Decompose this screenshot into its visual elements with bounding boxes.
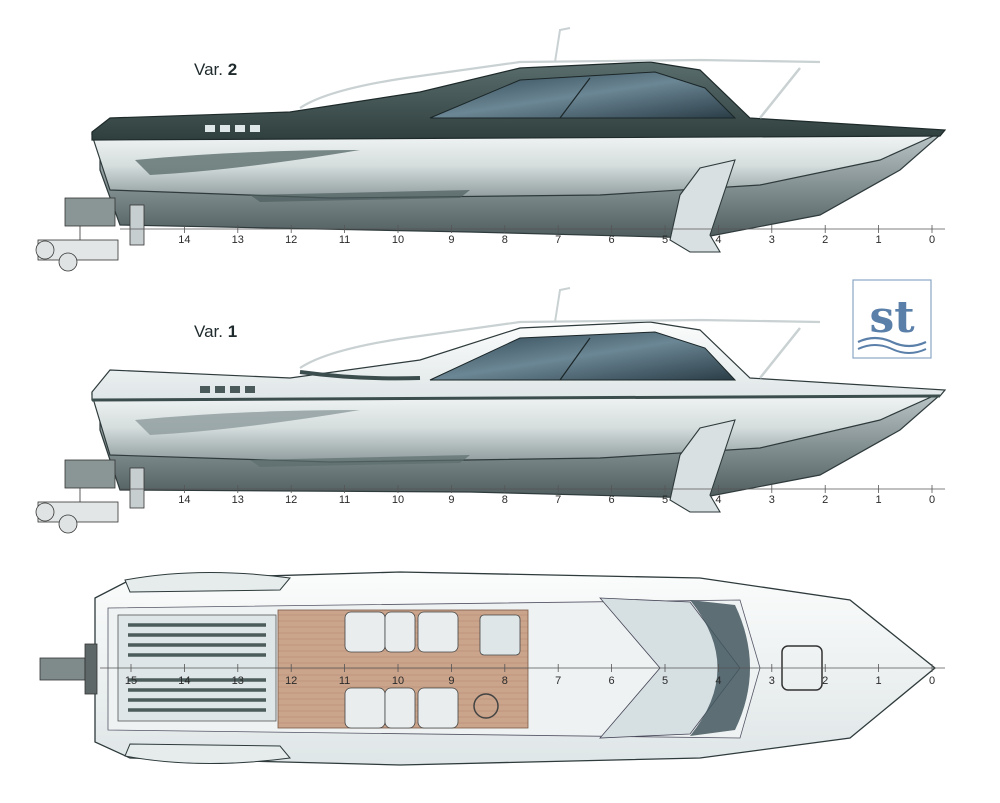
station-label: 2 bbox=[822, 494, 828, 506]
v1-outboard-drive bbox=[35, 459, 119, 534]
station-label: 9 bbox=[448, 234, 454, 246]
station-label: 4 bbox=[715, 494, 721, 506]
station-label: 13 bbox=[232, 675, 244, 687]
variant-1-number: 1 bbox=[227, 322, 238, 341]
station-label: 14 bbox=[178, 494, 190, 506]
v2-outboard-drive bbox=[35, 197, 119, 272]
station-label: 11 bbox=[339, 494, 350, 506]
station-label: 7 bbox=[555, 234, 561, 246]
variant-2-prefix: Var. bbox=[194, 60, 223, 79]
station-label: 1 bbox=[876, 234, 882, 246]
station-label: 7 bbox=[555, 494, 561, 506]
station-label: 8 bbox=[502, 675, 508, 687]
station-label: 12 bbox=[285, 234, 297, 246]
station-label: 7 bbox=[555, 675, 561, 687]
top-view-plan bbox=[39, 571, 945, 766]
station-label: 15 bbox=[125, 675, 137, 687]
station-label: 5 bbox=[662, 675, 668, 687]
station-label: 4 bbox=[715, 675, 721, 687]
station-label: 5 bbox=[662, 234, 668, 246]
station-label: 3 bbox=[769, 234, 775, 246]
station-label: 0 bbox=[929, 234, 935, 246]
station-label: 1 bbox=[876, 675, 882, 687]
st-logo: st bbox=[852, 279, 932, 359]
station-label: 13 bbox=[232, 494, 244, 506]
variant-2-number: 2 bbox=[227, 60, 238, 79]
variant-2-profile bbox=[35, 27, 947, 272]
station-label: 6 bbox=[609, 675, 615, 687]
station-label: 4 bbox=[715, 234, 721, 246]
st-logo-text: st bbox=[869, 292, 915, 343]
station-label: 5 bbox=[662, 494, 668, 506]
station-label: 11 bbox=[339, 675, 350, 687]
v1-windscreen bbox=[429, 331, 737, 381]
station-label: 3 bbox=[769, 494, 775, 506]
station-label: 3 bbox=[769, 675, 775, 687]
station-label: 13 bbox=[232, 234, 244, 246]
station-label: 14 bbox=[178, 675, 190, 687]
station-label: 8 bbox=[502, 234, 508, 246]
station-label: 1 bbox=[876, 494, 882, 506]
variant-2-label: Var. 2 bbox=[194, 60, 237, 80]
plan-steering-wheel bbox=[473, 693, 499, 719]
station-label: 6 bbox=[609, 234, 615, 246]
station-label: 12 bbox=[285, 675, 297, 687]
station-label: 9 bbox=[448, 675, 454, 687]
station-label: 12 bbox=[285, 494, 297, 506]
station-label: 2 bbox=[822, 234, 828, 246]
variant-1-profile bbox=[35, 287, 947, 534]
station-label: 2 bbox=[822, 675, 828, 687]
variant-1-label: Var. 1 bbox=[194, 322, 237, 342]
plan-outboard bbox=[39, 643, 98, 695]
variant-1-prefix: Var. bbox=[194, 322, 223, 341]
station-label: 11 bbox=[339, 234, 350, 246]
plan-seats bbox=[344, 611, 459, 729]
station-label: 0 bbox=[929, 494, 935, 506]
v2-windscreen bbox=[429, 71, 737, 119]
station-label: 8 bbox=[502, 494, 508, 506]
station-label: 0 bbox=[929, 675, 935, 687]
station-label: 6 bbox=[609, 494, 615, 506]
station-label: 9 bbox=[448, 494, 454, 506]
station-label: 10 bbox=[392, 494, 404, 506]
station-label: 10 bbox=[392, 234, 404, 246]
station-label: 10 bbox=[392, 675, 404, 687]
station-label: 14 bbox=[178, 234, 190, 246]
